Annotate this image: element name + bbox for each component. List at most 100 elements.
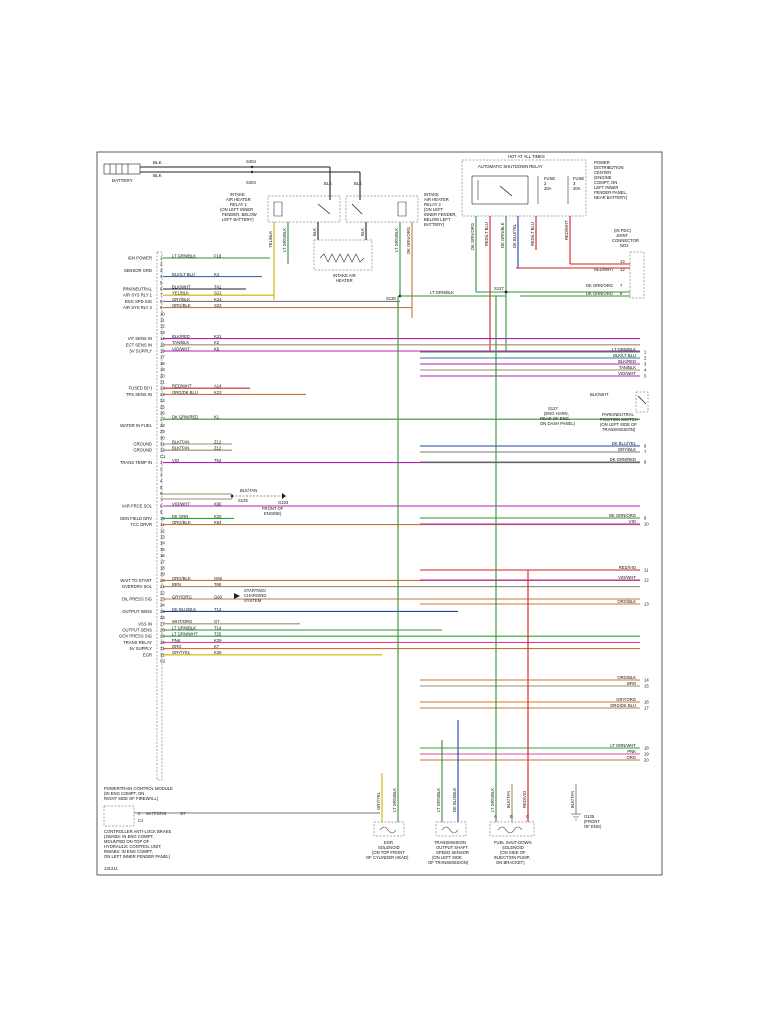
pcm-pin-number: 2 xyxy=(160,466,163,471)
svg-text:BLK/TAN: BLK/TAN xyxy=(506,791,511,808)
svg-text:(4WABS: IN ENG COMPT,: (4WABS: IN ENG COMPT, xyxy=(104,834,154,839)
right-wire-label: PNK xyxy=(627,749,636,754)
svg-text:8: 8 xyxy=(620,291,623,296)
pcm-pin-number: 12 xyxy=(160,528,165,533)
pcm-circuit-id: K22 xyxy=(214,390,222,395)
pcm-pin-number: 4 xyxy=(160,274,163,279)
intake-air-heater-relay-1: INTAKE AIR HEATER RELAY 1 (ON LEFT INNER… xyxy=(220,192,341,223)
pcm-pin-number: 22 xyxy=(160,386,165,391)
pcm-signal-label: SENSOR GRD xyxy=(124,268,152,273)
splice-s127-label: S127 (ENG HARN, REAR OF ENG, ON DASH PAN… xyxy=(540,406,576,426)
right-wire-label: RED/VIO xyxy=(619,565,637,570)
pcm-pin-number: 29 xyxy=(160,634,165,639)
pcm-circuit-id: A14 xyxy=(214,384,222,389)
pcm-wire-color: GRY/BLK xyxy=(172,297,190,302)
pcm-pin-number: 13 xyxy=(160,535,165,540)
asd-wire-1: RED/LT BLU xyxy=(484,222,489,246)
pcm-circuit-id: K29 xyxy=(214,638,222,643)
pcm-wire-color: DK GRN xyxy=(172,514,188,519)
right-pin-number: 19 xyxy=(644,752,649,757)
right-pin-number: 6 xyxy=(644,444,647,449)
fuse3-line-2: 20A xyxy=(573,186,581,191)
svg-text:COMPT, ON: COMPT, ON xyxy=(594,180,617,185)
right-wire-label: LT GRN/BLK xyxy=(612,347,636,352)
right-wire-label: VIO/WHT xyxy=(618,371,636,376)
pcm-pin-number: 4 xyxy=(160,479,163,484)
pcm-pin-number: 5 xyxy=(160,485,163,490)
relay1-label-4: FENDER, BELOW xyxy=(222,212,257,217)
right-wire-label: LT GRN/WHT xyxy=(610,743,636,748)
pcm-wire-color: LT GRN/BLK xyxy=(172,625,196,630)
svg-text:STARTING/: STARTING/ xyxy=(244,588,267,593)
battery: BATTERY BLK BLK S404 S403 BLK BLK xyxy=(103,159,362,200)
pcm-pin-number: 7 xyxy=(160,293,163,298)
pcm-pin-number: 10 xyxy=(160,516,165,521)
fuse2-line-0: FUSE xyxy=(544,176,555,181)
svg-text:ON BRACKET): ON BRACKET) xyxy=(496,860,525,865)
svg-text:NEAR BATTERY): NEAR BATTERY) xyxy=(594,195,628,200)
right-wire-label: ORG/BLK xyxy=(617,675,636,680)
pcm-pin-number: 8 xyxy=(160,299,163,304)
battery-wire-2: BLK xyxy=(153,173,163,178)
fuse3-line-0: FUSE xyxy=(573,176,584,181)
relay2-label-4: INNER FENDER, xyxy=(424,212,457,217)
pcm-pin-number: 28 xyxy=(160,628,165,633)
pcm-pin-number: 3 xyxy=(160,473,163,478)
pcm-pin-number: 17 xyxy=(160,559,165,564)
pcm-circuit-id: K2 xyxy=(214,340,220,345)
right-pin-number: 5 xyxy=(644,374,647,379)
pcm-pin-number: 11 xyxy=(160,318,165,323)
svg-text:13: 13 xyxy=(620,259,625,264)
svg-text:(IN ENG COMPT, ON: (IN ENG COMPT, ON xyxy=(104,791,144,796)
pcm-pin-number: 26 xyxy=(160,411,165,416)
power-distribution-center: HOT AT ALL TIMES AUTOMATIC SHUTDOWN RELA… xyxy=(461,154,587,217)
mid-lt-grn-blk: LT GRN/BLK xyxy=(430,290,454,295)
pcm-wire-color: DK BLU/BLK xyxy=(172,607,196,612)
splice-s130: S130 xyxy=(386,296,396,301)
pcm-circuit-id: G65 xyxy=(214,576,223,581)
svg-text:BLK/TAN: BLK/TAN xyxy=(570,791,575,808)
pcm-pin-number: 21 xyxy=(160,380,165,385)
relay-wire-blk-2: BLK xyxy=(360,228,365,236)
svg-text:JOINT: JOINT xyxy=(616,233,629,238)
pcm-circuit-id: K24 xyxy=(214,297,222,302)
pcm-pin-number: 24 xyxy=(160,603,165,608)
egr-solenoid: GRY/YEL LT GRN/BLK EGR SOLENOID (ON TOP … xyxy=(366,788,409,860)
right-pin-number: 15 xyxy=(644,684,649,689)
pcm-pin-number: 8 xyxy=(160,504,163,509)
svg-text:FENDER PANEL,: FENDER PANEL, xyxy=(594,190,627,195)
asd-wire-2: DK GRN/BLK xyxy=(500,222,505,248)
pcm-wire-color: GRY/ORG xyxy=(172,594,192,599)
starting-charging-system: STARTING/ CHARGING SYSTEM xyxy=(234,588,267,603)
pcm-pin-number: 27 xyxy=(160,417,165,422)
svg-text:SPEED SENSOR: SPEED SENSOR xyxy=(436,850,469,855)
pcm-circuit-id: K90 xyxy=(214,501,222,506)
pcm-circuit-id: F18 xyxy=(214,253,222,258)
fuse2-line-2: 30A xyxy=(544,186,552,191)
svg-text:EGR: EGR xyxy=(384,840,393,845)
svg-text:(ENG HARN,: (ENG HARN, xyxy=(544,411,569,416)
pcm-circuit-id: K4 xyxy=(214,272,220,277)
fuse3-line-1: 3 xyxy=(573,181,576,186)
pcm-ground: BLK/TAN S125 G103 FRONT OF ENGINE) xyxy=(162,488,289,516)
pcm-wire-color: LT GRN/WHT xyxy=(172,632,198,637)
pcm-wire-color: ORG/BLK xyxy=(172,576,191,581)
svg-text:SOLENOID: SOLENOID xyxy=(502,845,524,850)
pcm-circuit-id: K6 xyxy=(214,346,220,351)
right-pin-number: 12 xyxy=(644,578,649,583)
pcm-circuit-id: K20 xyxy=(214,514,222,519)
pcm-signal-label: ECT SENS IN xyxy=(126,342,152,347)
svg-text:CONTROLLER ANTI-LOCK BRAKE: CONTROLLER ANTI-LOCK BRAKE xyxy=(104,829,171,834)
pcm-wire-color: BRN xyxy=(172,582,181,587)
pcm-pin-number: 25 xyxy=(160,609,165,614)
right-pin-number: 7 xyxy=(644,450,647,455)
pcm-wire-color: ORG xyxy=(172,644,182,649)
right-wire-label: TAN/BLK xyxy=(619,365,636,370)
svg-text:BLK/WHT: BLK/WHT xyxy=(590,392,609,397)
svg-text:ON DASH PANEL): ON DASH PANEL) xyxy=(540,421,576,426)
right-wire-label: BRN xyxy=(627,681,636,686)
pcm-signal-label: PRK/NEUTRAL xyxy=(123,287,153,292)
pcm-pin-number: 21 xyxy=(160,584,165,589)
right-pin-number: 20 xyxy=(644,758,649,763)
